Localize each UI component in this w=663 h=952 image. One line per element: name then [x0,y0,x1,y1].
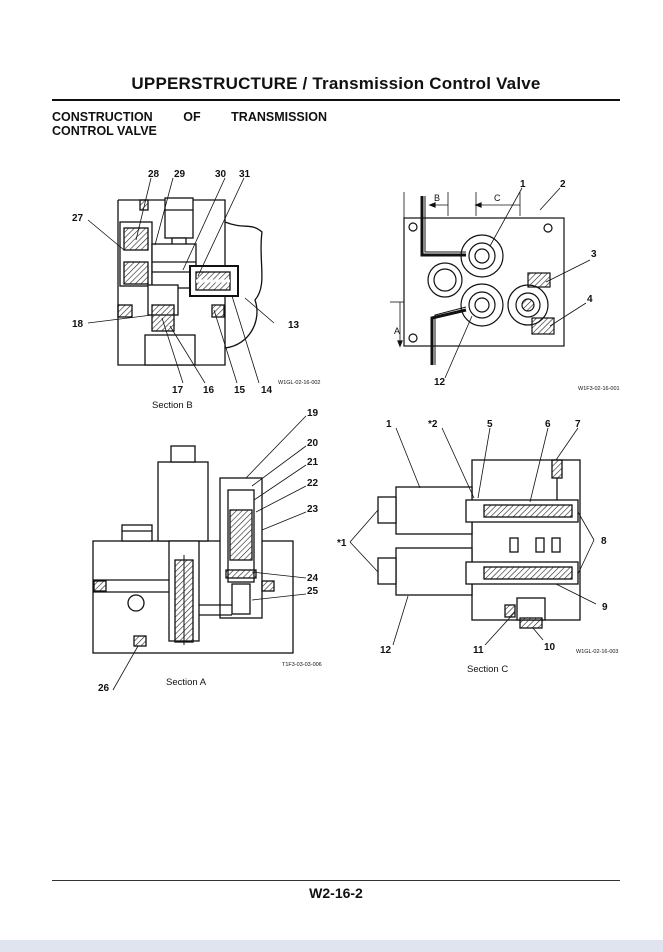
callout-27: 27 [72,213,84,224]
callout-13: 13 [288,320,300,331]
callout-19: 19 [307,408,319,419]
section-a-figure [92,445,294,654]
callout-6: 6 [545,419,551,430]
heading-line-2: CONTROL VALVE [52,124,157,138]
callout-7: 7 [575,419,581,430]
footer-rule [52,880,620,881]
callout-star-2: *2 [428,419,438,430]
callout-31: 31 [239,169,251,180]
callout-17: 17 [172,385,184,396]
callout-3: 3 [591,249,597,260]
callout-9: 9 [602,602,608,613]
callout-23: 23 [307,504,319,515]
callout-1: 1 [520,179,526,190]
callout-12: 12 [380,645,392,656]
callout-28: 28 [148,169,160,180]
section-a-code: T1F3-03-03-006 [282,662,322,668]
callout-8: 8 [601,536,607,547]
callout-2: 2 [560,179,566,190]
page-title: UPPERSTRUCTURE / Transmission Control Va… [131,74,541,93]
heading-line-1: CONSTRUCTION OF TRANSMISSION [52,110,327,124]
section-c-code: W1GL-02-16-003 [576,649,619,655]
section-b-leaders [87,177,275,384]
callout-30: 30 [215,169,227,180]
callout-26: 26 [98,683,110,694]
viewer-bottom-bar [0,940,663,952]
section-b-code: W1GL-02-16-002 [278,380,321,386]
header-rule [52,99,620,101]
section-c-caption: Section C [467,664,508,675]
section-a-leaders [112,415,307,691]
marker-c: C [494,193,501,203]
callout-18: 18 [72,319,84,330]
section-c-leaders [349,427,597,646]
callout-star-1: *1 [337,538,347,549]
callout-10: 10 [544,642,556,653]
callout-25: 25 [307,586,319,597]
callout-22: 22 [307,478,319,489]
callout-11: 11 [473,645,484,656]
section-a-caption: Section A [166,677,207,688]
section-heading: CONSTRUCTION OF TRANSMISSION CONTROL VAL… [52,110,327,138]
section-b-figure [117,197,263,366]
section-a-callouts: 19 20 21 22 23 24 25 26 [98,408,319,694]
top-view-figure [390,192,565,365]
section-c-figure [377,459,581,629]
top-view-section-markers: B C A [394,193,501,336]
callout-5: 5 [487,419,493,430]
callout-16: 16 [203,385,215,396]
callout-1: 1 [386,419,392,430]
section-b-caption: Section B [152,400,193,411]
callout-20: 20 [307,438,319,449]
section-c-callouts: 1 *2 5 6 7 *1 8 9 12 11 10 [337,419,608,656]
callout-29: 29 [174,169,186,180]
callout-14: 14 [261,385,273,396]
section-b-callouts: 28 29 30 31 27 18 13 17 16 15 14 [72,169,300,396]
marker-b: B [434,193,440,203]
top-view-code: W1F3-02-16-001 [578,386,620,392]
callout-4: 4 [587,294,593,305]
page-number: W2-16-2 [309,885,363,901]
callout-24: 24 [307,573,319,584]
callout-15: 15 [234,385,246,396]
callout-21: 21 [307,457,319,468]
callout-12: 12 [434,377,446,388]
top-view-leaders [444,187,591,379]
marker-a: A [394,326,400,336]
top-view-callouts: 1 2 3 4 12 [434,179,597,388]
